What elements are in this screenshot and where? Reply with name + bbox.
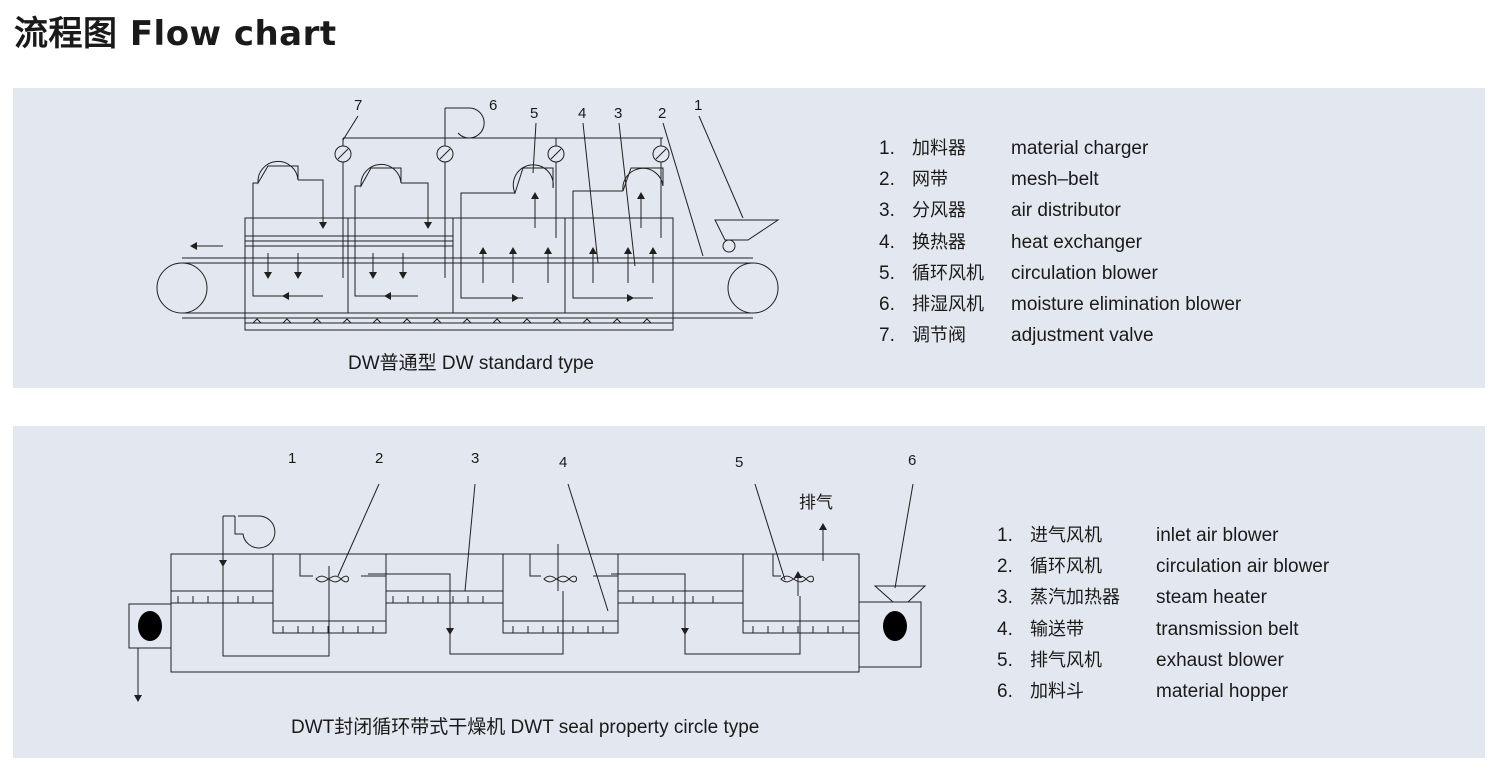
callout-4: 4 [578,105,586,122]
callout-2: 2 [658,105,666,122]
dw-standard-diagram: 7 6 5 4 3 2 1 [156,97,780,331]
dwt-seal-diagram: 1 2 3 4 5 6 排气 [128,450,927,702]
adjustment-valve-icon [334,138,670,278]
transmission-belt [171,590,860,634]
circulation-blower-icon [257,160,664,195]
callout-5: 5 [735,454,743,471]
callout-7: 7 [354,97,362,114]
dwt-seal-panel: 1 2 3 4 5 6 排气 [13,426,1485,758]
diagram-caption: DW普通型 DW standard type [348,353,594,374]
material-hopper-icon [873,585,927,603]
callout-6: 6 [489,97,497,114]
inlet-blower-icon [219,515,276,567]
mesh-belt [156,257,779,324]
material-charger-icon [714,219,780,253]
callout-6: 6 [908,452,916,469]
dw-standard-panel: 7 6 5 4 3 2 1 [13,88,1485,388]
moisture-blower-icon [444,107,485,139]
callout-2: 2 [375,450,383,467]
page-title: 流程图 Flow chart [14,14,337,54]
exhaust-label: 排气 [799,493,833,513]
callout-1: 1 [694,97,702,114]
callout-1: 1 [288,450,296,467]
callout-3: 3 [614,105,622,122]
diagram-caption: DWT封闭循环带式干燥机 DWT seal property circle ty… [291,717,760,738]
callout-5: 5 [530,105,538,122]
circulation-fan-icon [315,523,827,596]
callout-4: 4 [559,454,567,471]
callout-3: 3 [471,450,479,467]
